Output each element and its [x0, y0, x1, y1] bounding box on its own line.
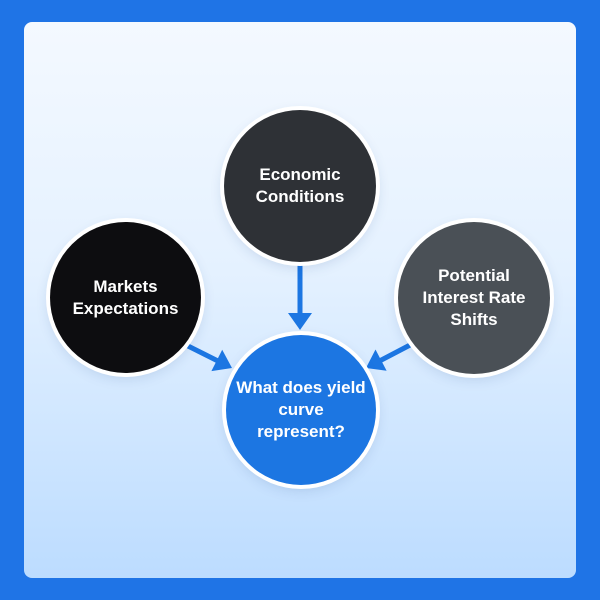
arrow-rates-to-center-shaft	[379, 341, 414, 363]
arrow-markets-to-center-arrowhead	[211, 349, 232, 372]
node-markets-expectations-label: Markets Expectations	[72, 276, 179, 318]
arrow-economic-to-center-arrowhead	[288, 313, 312, 330]
node-central-question-label: What does yield curve represent?	[236, 378, 366, 441]
node-economic-conditions: Economic Conditions	[224, 110, 376, 262]
arrow-markets-to-center-shaft	[186, 343, 219, 364]
node-central-question: What does yield curve represent?	[226, 335, 376, 485]
node-potential-interest-rate-shifts-label: Potential Interest Rate Shifts	[422, 266, 526, 329]
node-potential-interest-rate-shifts: Potential Interest Rate Shifts	[398, 222, 550, 374]
node-economic-conditions-label: Economic Conditions	[255, 165, 345, 206]
node-markets-expectations: Markets Expectations	[50, 222, 201, 373]
arrow-rates-to-center-arrowhead	[366, 349, 387, 371]
